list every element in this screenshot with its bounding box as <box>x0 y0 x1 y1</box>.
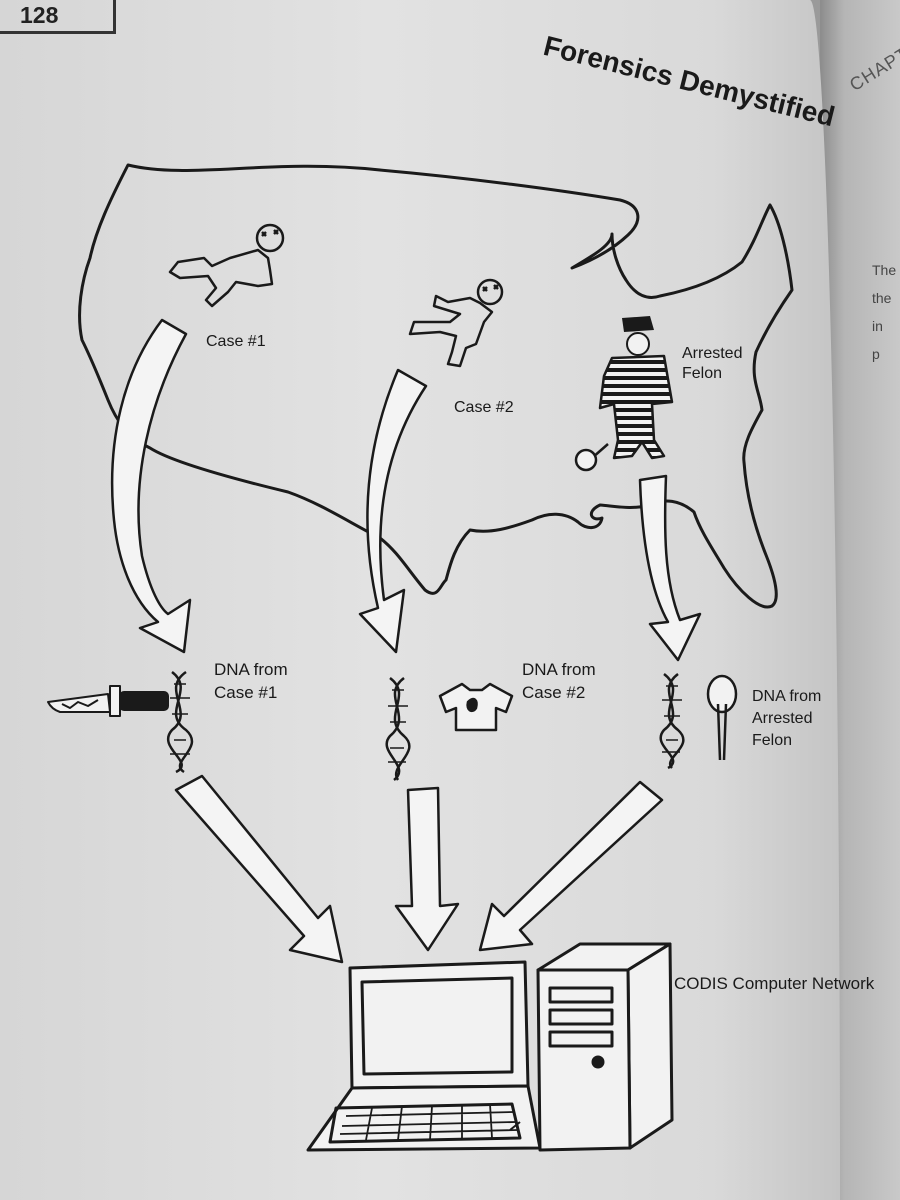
dna-case-2-label: DNA from Case #2 <box>522 660 596 702</box>
us-map-outline <box>78 163 794 609</box>
next-page-text: the <box>872 290 892 306</box>
flow-arrow <box>478 780 664 952</box>
cotton-swab-icon <box>706 674 738 761</box>
flow-arrow <box>638 474 702 662</box>
next-page-text: in <box>872 318 883 334</box>
flow-arrow <box>174 774 344 964</box>
page-number-box <box>0 0 116 34</box>
next-page-text: p <box>872 346 880 362</box>
codis-network-label: CODIS Computer Network <box>674 974 875 993</box>
dna-felon-label: DNA from Arrested Felon <box>752 688 822 749</box>
arrested-felon-label: Arrested Felon <box>682 345 743 382</box>
flow-arrow <box>358 368 428 654</box>
case-2-label: Case #2 <box>454 399 514 416</box>
dna-helix-icon <box>385 677 411 781</box>
shirt-icon <box>438 682 514 732</box>
server-tower-icon <box>536 942 674 1152</box>
victim-outline-icon <box>408 278 504 368</box>
flow-arrow <box>394 786 460 952</box>
prisoner-icon <box>574 316 674 472</box>
knife-icon <box>47 685 169 717</box>
dna-helix-icon <box>166 670 194 774</box>
page-number: 128 <box>20 2 59 28</box>
next-page-text: The <box>872 262 897 278</box>
flow-arrow <box>110 318 192 654</box>
dna-case-1-label: DNA from Case #1 <box>214 660 288 702</box>
dna-helix-icon <box>659 673 685 770</box>
case-1-label: Case #1 <box>206 333 266 350</box>
victim-outline-icon <box>168 223 285 308</box>
desktop-computer-icon <box>306 960 542 1152</box>
